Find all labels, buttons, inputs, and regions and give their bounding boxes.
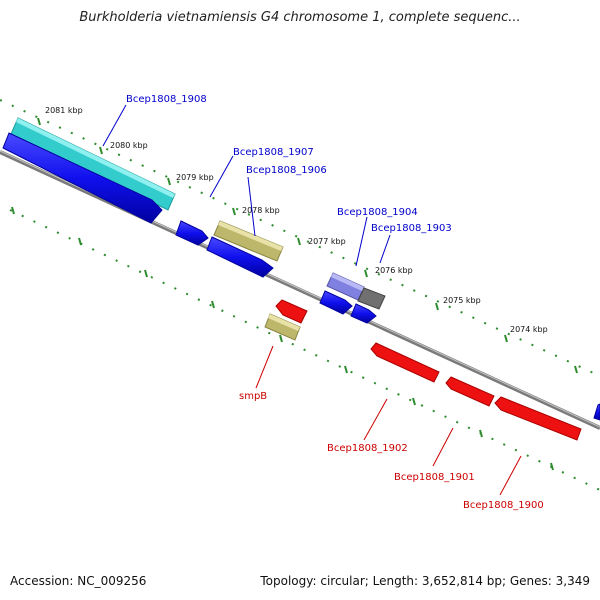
accession-text: Accession: NC_009256 bbox=[10, 574, 147, 588]
tick-label-2074: 2074 kbp bbox=[510, 325, 548, 334]
label-connectors-top bbox=[102, 104, 391, 267]
gene-bcep1808-1906[interactable] bbox=[206, 236, 274, 278]
major-ticks-outer bbox=[37, 117, 578, 374]
tick-label-2078: 2078 kbp bbox=[242, 206, 280, 215]
label-connectors-bottom bbox=[255, 345, 522, 496]
gene-bcep1808-1906-khaki[interactable] bbox=[213, 220, 284, 262]
map-title: Burkholderia vietnamiensis G4 chromosome… bbox=[79, 10, 521, 25]
tick-label-2077: 2077 kbp bbox=[308, 237, 346, 246]
tick-label-2079: 2079 kbp bbox=[176, 173, 214, 182]
tick-label-2076: 2076 kbp bbox=[375, 266, 413, 275]
gene-forward-blue-2[interactable] bbox=[319, 290, 353, 315]
label-bcep1808-1908[interactable]: Bcep1808_1908 bbox=[126, 94, 207, 105]
gene-forward-blue-3[interactable] bbox=[350, 303, 377, 324]
gene-bcep1808-1907[interactable] bbox=[175, 220, 209, 246]
gene-red-small[interactable] bbox=[275, 299, 308, 324]
tick-label-2080: 2080 kbp bbox=[110, 141, 148, 150]
gene-bcep1808-1901[interactable] bbox=[445, 376, 495, 407]
gene-forward-blue-1[interactable] bbox=[2, 132, 163, 224]
label-bcep1808-1906[interactable]: Bcep1808_1906 bbox=[246, 165, 327, 176]
label-bcep1808-1901[interactable]: Bcep1808_1901 bbox=[394, 472, 475, 483]
label-bcep1808-1903[interactable]: Bcep1808_1903 bbox=[371, 223, 452, 234]
gene-bcep1808-1908[interactable] bbox=[10, 117, 176, 211]
tick-label-2081: 2081 kbp bbox=[45, 106, 83, 115]
tick-label-2075: 2075 kbp bbox=[443, 296, 481, 305]
gene-bcep1808-1902[interactable] bbox=[370, 342, 440, 383]
label-bcep1808-1900[interactable]: Bcep1808_1900 bbox=[463, 500, 544, 511]
gene-forward-blue-edge[interactable] bbox=[593, 403, 600, 421]
topology-stats-text: Topology: circular; Length: 3,652,814 bp… bbox=[260, 574, 590, 588]
outer-tick-row bbox=[0, 99, 600, 377]
gene-bcep1808-1900[interactable] bbox=[494, 396, 582, 441]
gene-bcep1808-1903[interactable] bbox=[357, 287, 386, 310]
inner-tick-row bbox=[9, 209, 600, 491]
gene-smpb[interactable] bbox=[264, 313, 301, 341]
major-ticks-inner bbox=[11, 206, 554, 471]
chromosome-backbone bbox=[0, 150, 600, 430]
label-bcep1808-1904[interactable]: Bcep1808_1904 bbox=[337, 207, 418, 218]
label-bcep1808-1907[interactable]: Bcep1808_1907 bbox=[233, 147, 314, 158]
label-bcep1808-1902[interactable]: Bcep1808_1902 bbox=[327, 443, 408, 454]
label-smpb[interactable]: smpB bbox=[239, 391, 267, 402]
